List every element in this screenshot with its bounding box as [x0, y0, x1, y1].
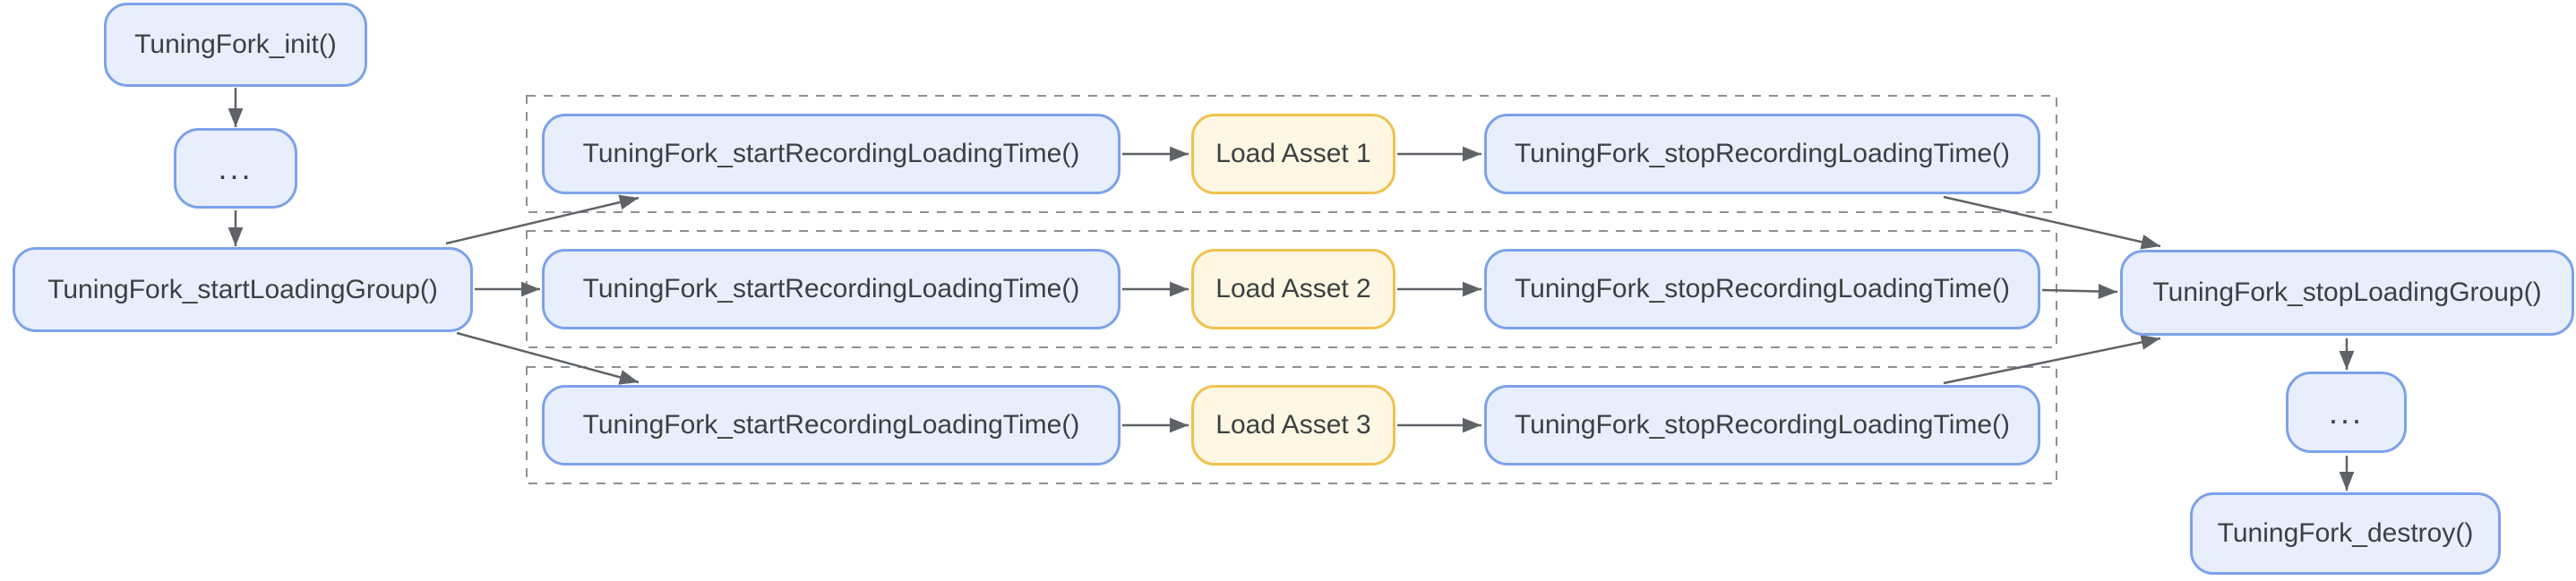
edge-startloadinggroup-to-row3-start: [456, 331, 640, 385]
node-row3-load-asset: Load Asset 3: [1191, 385, 1395, 466]
node-ellipsis-left: ...: [174, 128, 297, 209]
node-row3-stoprecordingloadingtime: TuningFork_stopRecordingLoadingTime(): [1484, 385, 2040, 466]
edge-row2-stop-to-stoploadinggroup: [2041, 283, 2118, 299]
edge-row3-stop-to-stoploadinggroup: [1943, 334, 2161, 385]
node-tuningfork-init: TuningFork_init(): [104, 3, 367, 87]
node-tuningfork-stoploadinggroup: TuningFork_stopLoadingGroup(): [2120, 250, 2574, 336]
node-row2-load-asset: Load Asset 2: [1191, 249, 1395, 329]
node-row3-startrecordingloadingtime: TuningFork_startRecordingLoadingTime(): [542, 385, 1121, 466]
node-row1-load-asset: Load Asset 1: [1191, 114, 1395, 194]
node-row2-stoprecordingloadingtime: TuningFork_stopRecordingLoadingTime(): [1484, 249, 2040, 329]
group-box-row-1: [526, 95, 2057, 213]
edge-startloadinggroup-to-row1-start: [445, 194, 640, 245]
group-box-row-3: [526, 366, 2057, 484]
node-row2-startrecordingloadingtime: TuningFork_startRecordingLoadingTime(): [542, 249, 1121, 329]
node-tuningfork-destroy: TuningFork_destroy(): [2190, 492, 2501, 575]
node-row1-startrecordingloadingtime: TuningFork_startRecordingLoadingTime(): [542, 114, 1121, 194]
edge-row1-stop-to-stoploadinggroup: [1943, 195, 2161, 250]
node-tuningfork-startloadinggroup: TuningFork_startLoadingGroup(): [13, 247, 473, 332]
node-row1-stoprecordingloadingtime: TuningFork_stopRecordingLoadingTime(): [1484, 114, 2040, 194]
node-ellipsis-right: ...: [2286, 372, 2407, 453]
